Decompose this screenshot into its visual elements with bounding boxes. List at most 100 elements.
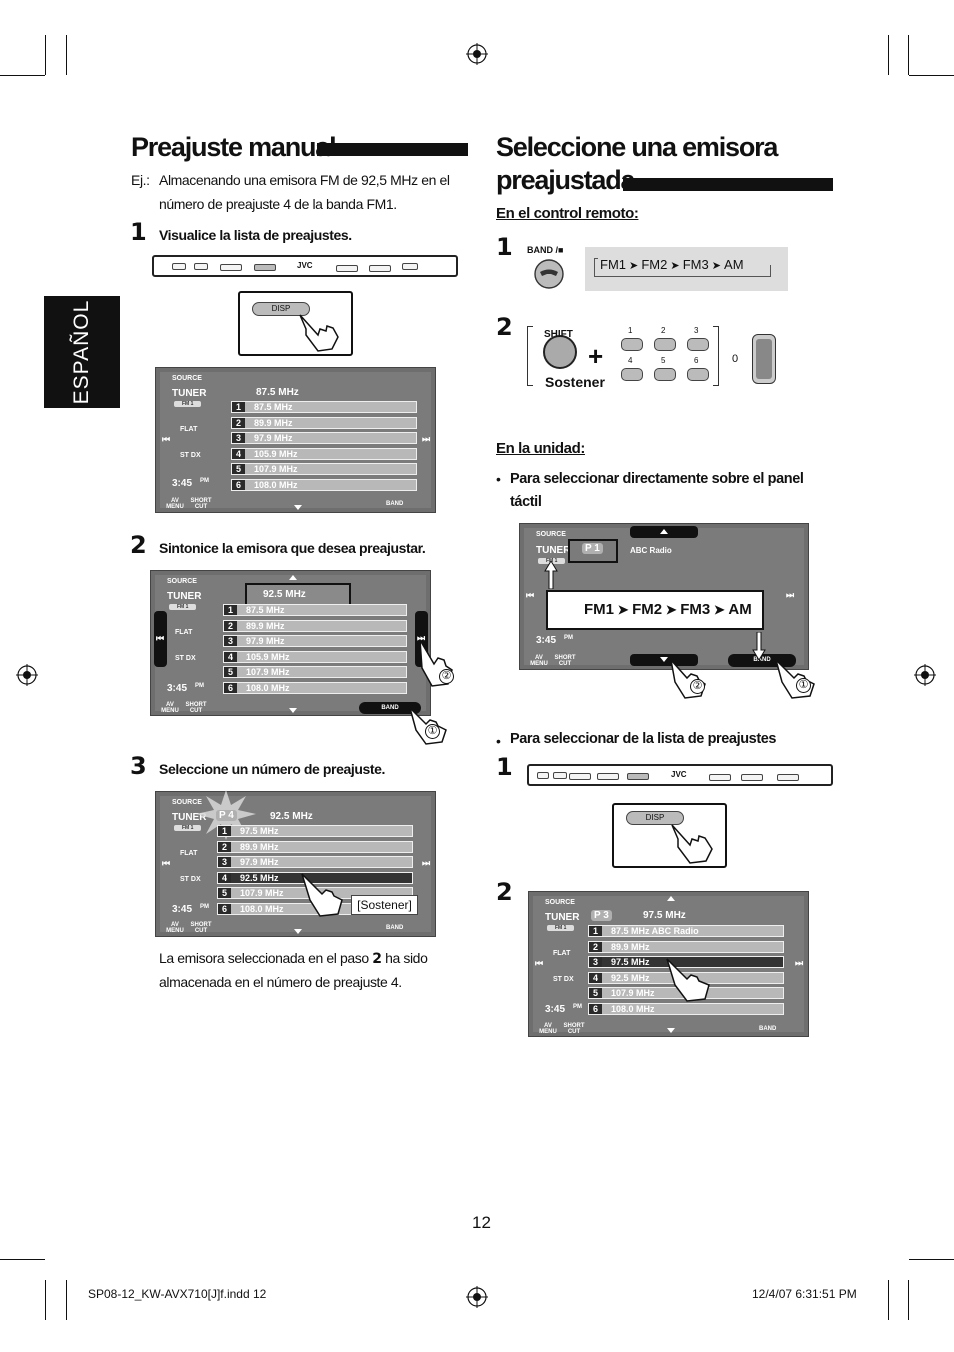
band-button[interactable]: BAND: [386, 501, 404, 507]
updown-button[interactable]: [752, 334, 776, 384]
panel-button[interactable]: [569, 773, 591, 780]
tuner-label: TUNER: [536, 545, 571, 556]
scroll-up-icon: [660, 529, 668, 534]
short-cut-button[interactable]: SHORT CUT: [190, 498, 212, 510]
disp-panel-button[interactable]: [627, 773, 649, 780]
scroll-down-icon[interactable]: [294, 505, 302, 510]
scroll-down-icon[interactable]: [289, 708, 297, 713]
disp-panel-button[interactable]: [254, 264, 276, 271]
scroll-up-button[interactable]: [630, 526, 698, 538]
skip-forward-icon[interactable]: ⏭: [795, 958, 804, 968]
key-button[interactable]: [621, 338, 643, 351]
short-cut-button[interactable]: SHORT CUT: [190, 922, 212, 934]
preset-number: 3: [589, 957, 602, 967]
stdx-label: ST DX: [180, 452, 201, 459]
scroll-up-icon[interactable]: [667, 896, 675, 901]
panel-button[interactable]: [777, 774, 799, 781]
panel-button[interactable]: [553, 772, 567, 779]
source-label[interactable]: SOURCE: [172, 799, 202, 806]
panel-button[interactable]: [172, 263, 186, 270]
band-button[interactable]: BAND: [386, 925, 404, 931]
source-label[interactable]: SOURCE: [536, 531, 566, 538]
marker-2: ②: [690, 679, 705, 694]
av-menu-button[interactable]: AV MENU: [166, 498, 184, 510]
skip-forward-icon[interactable]: ⏭: [422, 434, 431, 444]
scroll-up-icon[interactable]: [289, 575, 297, 580]
preset-number: 2: [589, 941, 602, 952]
clock: 3:45: [545, 1004, 566, 1015]
skip-forward-icon[interactable]: ⏭: [422, 858, 431, 868]
scroll-down-button[interactable]: [630, 654, 698, 666]
skip-forward-icon[interactable]: ⏭: [786, 590, 795, 600]
disp-button[interactable]: DISP: [252, 302, 310, 316]
tuner-label: TUNER: [172, 388, 207, 399]
source-label[interactable]: SOURCE: [167, 578, 197, 585]
stdx-label: ST DX: [175, 655, 196, 662]
preset-number: 3: [218, 857, 231, 867]
marker-1: ①: [425, 724, 440, 739]
key-button[interactable]: [687, 338, 709, 351]
skip-back-icon[interactable]: ⏮: [535, 958, 544, 968]
source-label[interactable]: SOURCE: [172, 375, 202, 382]
panel-button[interactable]: [709, 774, 731, 781]
language-tab: ESPAÑOL: [44, 296, 120, 408]
panel-button[interactable]: [597, 773, 619, 780]
panel-button[interactable]: [220, 264, 242, 271]
remote-band-button-icon[interactable]: [533, 258, 565, 290]
band-button[interactable]: BAND: [759, 1026, 777, 1032]
skip-back-icon[interactable]: ⏮: [162, 858, 171, 868]
av-menu-button[interactable]: AV MENU: [539, 1023, 557, 1035]
key-button[interactable]: [687, 368, 709, 381]
panel-button[interactable]: [537, 772, 549, 779]
band-button[interactable]: BAND: [359, 702, 421, 714]
short-cut-button[interactable]: SHORT CUT: [563, 1023, 585, 1035]
panel-button[interactable]: [369, 265, 391, 272]
preset-frequency: 105.9 MHz: [246, 651, 290, 662]
panel-button[interactable]: [741, 774, 763, 781]
shift-button-icon[interactable]: [540, 328, 580, 370]
short-cut-button[interactable]: SHORT CUT: [554, 655, 576, 667]
av-menu-button[interactable]: AV MENU: [161, 702, 179, 714]
skip-back-icon[interactable]: ⏮: [526, 590, 535, 600]
source-label[interactable]: SOURCE: [545, 899, 575, 906]
scroll-down-icon[interactable]: [294, 929, 302, 934]
preset-frequency: 97.5 MHz: [240, 826, 279, 836]
panel-button[interactable]: [336, 265, 358, 272]
key-button[interactable]: [654, 338, 676, 351]
skip-forward-icon: ⏭: [417, 633, 426, 643]
short-cut-button[interactable]: SHORT CUT: [185, 702, 207, 714]
marker-2: ②: [439, 669, 454, 684]
av-menu-button[interactable]: AV MENU: [166, 922, 184, 934]
scroll-down-icon[interactable]: [667, 1028, 675, 1033]
disp-button[interactable]: DISP: [626, 811, 684, 825]
skip-back-icon[interactable]: ⏮: [162, 434, 171, 444]
clock: 3:45: [167, 683, 188, 694]
key-button[interactable]: [621, 368, 643, 381]
key-button[interactable]: [654, 368, 676, 381]
jvc-logo: JVC: [297, 261, 313, 270]
panel-button[interactable]: [402, 263, 418, 270]
skip-back-button[interactable]: ⏮: [154, 611, 167, 667]
av-menu-button[interactable]: AV MENU: [530, 655, 548, 667]
panel-button[interactable]: [194, 263, 208, 270]
